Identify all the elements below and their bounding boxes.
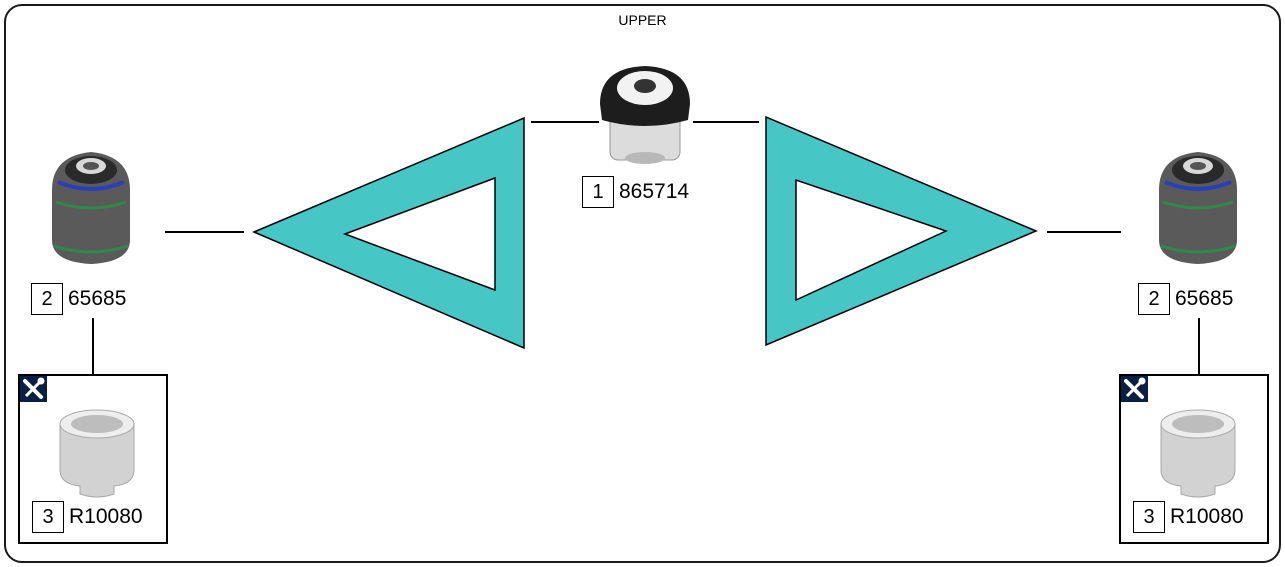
part-number-box: 2 (1138, 283, 1170, 315)
part-number-box: 2 (31, 283, 63, 315)
wrench-screwdriver-icon (20, 376, 47, 402)
bushing-image (600, 66, 690, 164)
tool-box-left: 3 R10080 (18, 374, 168, 544)
tool-image (1160, 409, 1236, 498)
tool-image (59, 409, 135, 498)
part-code: 65685 (1175, 287, 1234, 310)
part-code: R10080 (1170, 505, 1244, 528)
diagram-title: UPPER (618, 12, 667, 28)
ball-joint-image (1159, 152, 1237, 264)
part-number-box: 3 (1133, 501, 1165, 533)
part-number-box: 1 (582, 176, 614, 208)
part-code: 865714 (619, 180, 690, 203)
ball-joint-image (52, 152, 130, 264)
part-label-65685-left[interactable]: 2 65685 (31, 282, 126, 316)
tool-box-right: 3 R10080 (1119, 374, 1269, 544)
part-label-R10080-right[interactable]: 3 R10080 (1133, 500, 1244, 534)
part-label-R10080-left[interactable]: 3 R10080 (32, 500, 143, 534)
control-arm-right (765, 115, 1038, 347)
part-code: R10080 (69, 505, 143, 528)
wrench-screwdriver-icon (1121, 376, 1148, 402)
control-arm-left (252, 116, 525, 350)
part-code: 65685 (68, 287, 127, 310)
part-label-865714[interactable]: 1 865714 (582, 175, 689, 209)
part-number-box: 3 (32, 501, 64, 533)
part-label-65685-right[interactable]: 2 65685 (1138, 282, 1233, 316)
diagram-frame (4, 4, 1281, 563)
